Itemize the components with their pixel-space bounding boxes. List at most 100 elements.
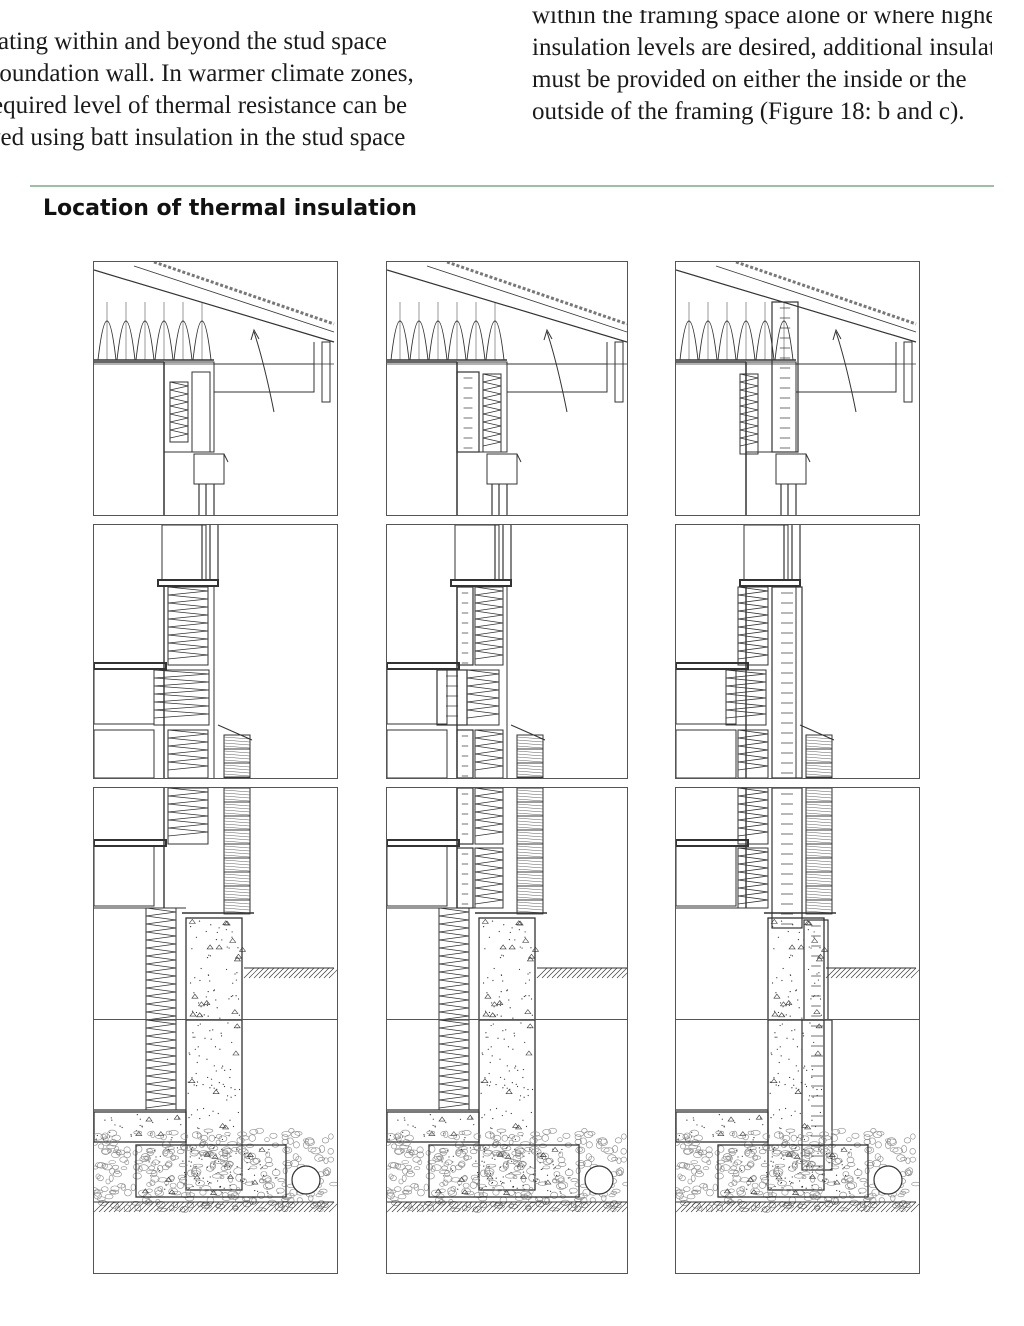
grade-soil — [825, 967, 919, 979]
section-panel-a-footing-and-drain — [93, 1019, 338, 1274]
batt-insulation — [737, 729, 769, 778]
foundation-wall-concrete — [478, 1020, 536, 1191]
batt-insulation — [145, 1020, 177, 1111]
interior-added-detail — [387, 1020, 627, 1214]
right-text-line: must be provided on either the inside or… — [532, 66, 967, 93]
undisturbed-soil — [387, 1201, 627, 1213]
brick-veneer — [805, 788, 833, 915]
exterior-rigid-insulation — [771, 788, 803, 929]
stud-cavity-batt-detail — [94, 525, 253, 778]
section-drawing — [94, 525, 253, 778]
section-drawing — [94, 1020, 337, 1214]
gravel-backfill — [94, 1127, 337, 1214]
stud-cavity-batt-detail — [94, 1020, 337, 1214]
grade-soil — [243, 967, 337, 979]
left-text-line: ved using batt insulation in the stud sp… — [0, 124, 406, 151]
batt-insulation — [474, 729, 504, 778]
brick-veneer — [805, 734, 833, 778]
left-text-line: ating within and beyond the stud space — [0, 28, 387, 55]
section-panel-a-floor-and-foundation-top — [93, 787, 338, 1042]
interior-added-detail — [387, 525, 546, 778]
exterior-continuous-detail — [676, 1020, 919, 1214]
batt-insulation — [167, 788, 209, 845]
section-panel-c-roof-eave-and-window-head — [675, 261, 920, 516]
footing-concrete — [135, 1144, 287, 1198]
section-panel-c-floor-and-foundation-top — [675, 787, 920, 1042]
batt-insulation — [466, 669, 500, 726]
drainage-pipe — [291, 1165, 321, 1195]
brick-veneer — [516, 788, 544, 915]
batt-insulation — [737, 847, 769, 909]
section-drawing — [676, 525, 835, 778]
section-drawing — [676, 788, 919, 1041]
footing-concrete — [717, 1144, 869, 1198]
interior-rigid-insulation — [456, 729, 474, 778]
batt-insulation — [482, 373, 502, 453]
right-text-line: within the framing space alone or where … — [532, 10, 992, 29]
footing-concrete — [428, 1144, 580, 1198]
left-text-line: foundation wall. In warmer climate zones… — [0, 60, 414, 87]
section-drawing — [676, 262, 917, 515]
section-drawing — [387, 525, 546, 778]
batt-insulation — [438, 1020, 470, 1111]
interior-rigid-insulation — [436, 669, 468, 726]
brick-veneer — [223, 788, 251, 915]
foundation-wall-concrete — [767, 917, 829, 1041]
brick-veneer — [516, 734, 544, 778]
exterior-continuous-detail — [676, 788, 919, 1041]
exterior-rigid-insulation — [771, 586, 803, 778]
section-divider — [30, 185, 994, 187]
section-panel-b-roof-eave-and-window-head — [386, 261, 628, 516]
floor-slab — [387, 1111, 480, 1143]
batt-insulation — [167, 729, 209, 778]
floor-slab — [94, 1111, 187, 1143]
batt-insulation — [153, 669, 210, 726]
section-panel-b-floor-and-foundation-top — [386, 787, 628, 1042]
undisturbed-soil — [94, 1201, 337, 1213]
section-drawing — [387, 788, 627, 1041]
section-panel-a-window-sill-and-floor — [93, 524, 338, 779]
interior-rigid-insulation — [456, 788, 474, 845]
batt-insulation — [169, 381, 189, 443]
right-text-column: within the framing space alone or where … — [532, 10, 992, 138]
exterior-continuous-detail — [676, 525, 835, 778]
batt-insulation — [474, 586, 504, 666]
batt-insulation — [167, 586, 209, 666]
brick-veneer — [223, 734, 251, 778]
exterior-continuous-detail — [676, 262, 917, 515]
interior-rigid-insulation — [456, 586, 474, 666]
interior-rigid-insulation — [456, 371, 480, 453]
foundation-wall-concrete — [767, 1020, 825, 1191]
interior-added-detail — [387, 788, 627, 1041]
section-panel-c-window-sill-and-floor — [675, 524, 920, 779]
left-text-line: equired level of thermal resistance can … — [0, 92, 408, 119]
section-panel-a-roof-eave-and-window-head — [93, 261, 338, 516]
grade-soil — [536, 967, 627, 979]
foundation-wall-concrete — [185, 917, 247, 1041]
interior-rigid-insulation — [456, 847, 474, 909]
gravel-backfill — [676, 1127, 919, 1214]
section-drawing — [676, 1020, 919, 1214]
interior-added-detail — [387, 262, 627, 515]
stud-cavity-batt-detail — [94, 788, 337, 1041]
section-panel-b-footing-and-drain — [386, 1019, 628, 1274]
section-drawing — [387, 1020, 627, 1214]
section-drawing — [94, 262, 335, 515]
exterior-rigid-insulation — [801, 1020, 833, 1171]
section-panel-b-window-sill-and-floor — [386, 524, 628, 779]
batt-insulation — [737, 788, 769, 845]
drainage-pipe — [873, 1165, 903, 1195]
batt-insulation — [474, 847, 504, 909]
section-panel-c-footing-and-drain — [675, 1019, 920, 1274]
right-text-line: insulation levels are desired, additiona… — [532, 34, 992, 61]
drainage-pipe — [584, 1165, 614, 1195]
batt-insulation — [739, 373, 759, 455]
left-text-column: ating within and beyond the stud space f… — [0, 26, 470, 154]
section-drawing — [387, 262, 627, 515]
exterior-rigid-insulation — [771, 301, 799, 453]
right-text-line: outside of the framing (Figure 18: b and… — [532, 98, 965, 125]
batt-insulation — [474, 788, 504, 845]
section-drawing — [94, 788, 337, 1041]
stud-cavity-batt-detail — [94, 262, 335, 515]
section-heading: Location of thermal insulation — [43, 196, 417, 221]
